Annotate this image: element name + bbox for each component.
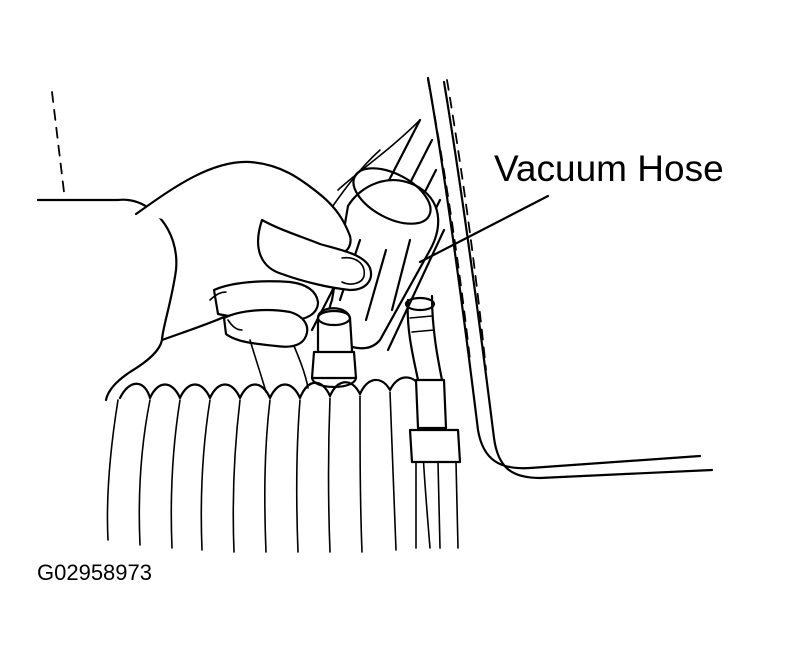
side-hose-and-clamp: [404, 294, 462, 549]
figure-id: G02958973: [37, 560, 152, 585]
body-panel-outline: [426, 76, 714, 480]
hose-connector: [310, 307, 358, 388]
callout-leader-line: [418, 194, 550, 264]
vacuum-hose-label: Vacuum Hose: [494, 148, 724, 189]
corrugated-tube: [106, 376, 431, 553]
hand: [36, 160, 373, 402]
